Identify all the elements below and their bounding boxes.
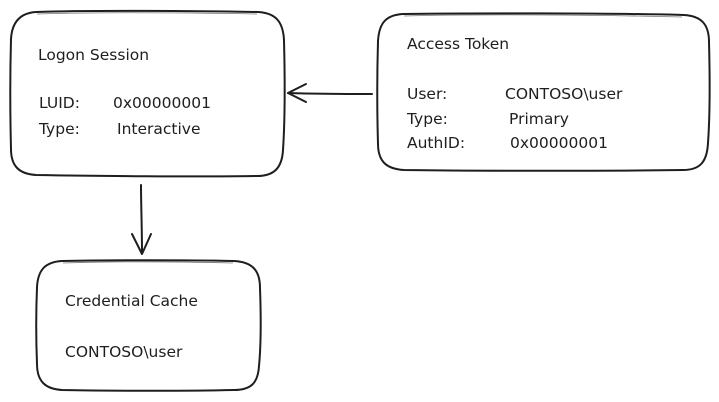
- arrow-token-to-session: [287, 83, 373, 103]
- field-key: LUID:: [39, 94, 80, 112]
- field-key: Type:: [407, 110, 448, 128]
- field-value: 0x00000001: [510, 134, 608, 152]
- field-value: Interactive: [117, 120, 201, 138]
- logon-session-title: Logon Session: [38, 46, 150, 64]
- field-key: Type:: [39, 120, 80, 138]
- arrow-session-to-cache: [131, 184, 152, 255]
- credential-cache-title: Credential Cache: [65, 292, 198, 310]
- field-key: AuthID:: [407, 134, 466, 152]
- credential-cache-content: CONTOSO\user: [65, 343, 183, 361]
- field-value: CONTOSO\user: [505, 85, 623, 103]
- access-token-box[interactable]: [376, 12, 711, 172]
- field-value: Primary: [509, 110, 569, 128]
- credential-cache-box[interactable]: [35, 259, 262, 392]
- logon-session-box[interactable]: [9, 9, 286, 178]
- field-value: 0x00000001: [113, 94, 211, 112]
- field-key: User:: [407, 85, 448, 103]
- access-token-title: Access Token: [407, 35, 510, 53]
